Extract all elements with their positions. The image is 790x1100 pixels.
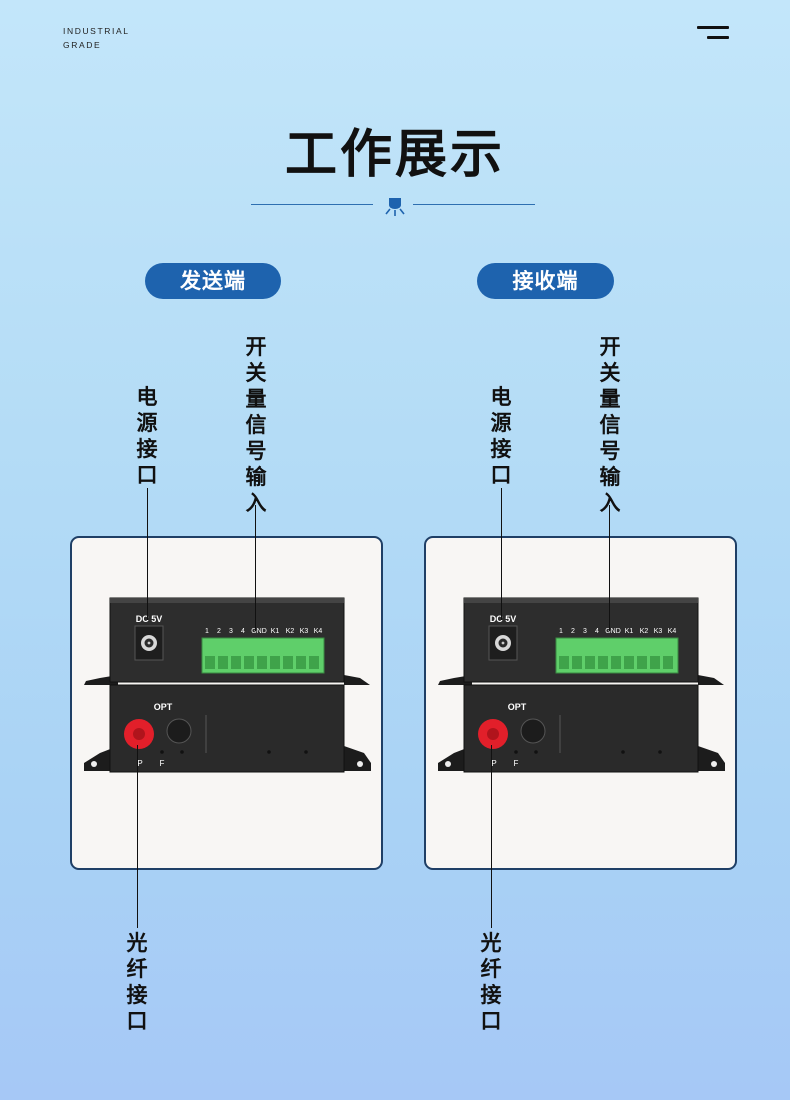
terminal-label: 2 (217, 628, 221, 635)
brand-line-1: INDUSTRIAL (63, 26, 130, 36)
title-divider-right (413, 204, 535, 205)
terminal-label: K2 (640, 628, 649, 635)
receiver-power-leader (501, 488, 502, 620)
sender-switch-leader (255, 505, 256, 631)
sender-power-leader (147, 488, 148, 620)
receiver-fiber-leader (491, 745, 492, 928)
sender-switch-label: 开关量信号输入 (245, 335, 267, 515)
receiver-switch-leader (609, 505, 610, 631)
sender-device-card: DC 5V 1 2 3 4 GND K1 K2 K3 K4 OPT P F (70, 536, 383, 870)
lamp-icon (385, 198, 405, 216)
menu-icon[interactable] (697, 26, 729, 40)
terminal-label: 4 (595, 628, 599, 635)
f-label: F (514, 759, 519, 768)
terminal-label: 3 (229, 628, 233, 635)
terminal-label: 2 (571, 628, 575, 635)
opt-label: OPT (154, 702, 173, 712)
terminal-label: 4 (241, 628, 245, 635)
f-label: F (160, 759, 165, 768)
terminal-label: GND (251, 628, 267, 635)
receiver-device-card: DC 5V 1 2 3 4 GND K1 K2 K3 K4 OPT P F (424, 536, 737, 870)
terminal-label: 3 (583, 628, 587, 635)
title-divider-left (251, 204, 373, 205)
terminal-label: K1 (271, 628, 280, 635)
receiver-device-image: DC 5V 1 2 3 4 GND K1 K2 K3 K4 OPT P F (438, 597, 725, 773)
brand-text: INDUSTRIAL GRADE (63, 24, 130, 52)
sender-device-image: DC 5V 1 2 3 4 GND K1 K2 K3 K4 OPT P F (84, 597, 371, 773)
sender-power-label: 电源接口 (136, 385, 158, 487)
page-title: 工作展示 (284, 125, 505, 185)
receiver-fiber-label: 光纤接口 (480, 931, 502, 1033)
terminal-label: K3 (300, 628, 309, 635)
p-label: P (491, 759, 496, 768)
receiver-switch-label: 开关量信号输入 (599, 335, 621, 515)
receiver-label-pill: 接收端 (477, 263, 614, 299)
opt-label: OPT (508, 702, 527, 712)
terminal-label: K1 (625, 628, 634, 635)
terminal-label: 1 (205, 628, 209, 635)
dc-label: DC 5V (490, 614, 517, 624)
dc-label: DC 5V (136, 614, 163, 624)
terminal-label: 1 (559, 628, 563, 635)
terminal-label: GND (605, 628, 621, 635)
sender-label-pill: 发送端 (145, 263, 281, 299)
terminal-label: K4 (668, 628, 677, 635)
sender-fiber-leader (137, 745, 138, 928)
p-label: P (137, 759, 142, 768)
sender-fiber-label: 光纤接口 (126, 931, 148, 1033)
receiver-power-label: 电源接口 (490, 385, 512, 487)
terminal-label: K3 (654, 628, 663, 635)
brand-line-2: GRADE (63, 40, 102, 50)
terminal-label: K4 (314, 628, 323, 635)
terminal-label: K2 (286, 628, 295, 635)
